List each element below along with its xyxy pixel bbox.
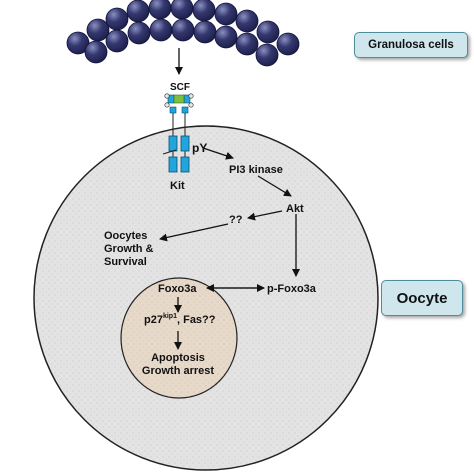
oocyte-fate-line: Oocytes — [104, 230, 148, 242]
akt-label: Akt — [286, 203, 304, 215]
arrow-pi3k-to-akt — [257, 175, 292, 197]
pi3-kinase-label: PI3 kinase — [229, 164, 283, 176]
py-label: pY — [192, 141, 208, 155]
arrow-unknown-to-oocyte-fate — [159, 223, 229, 242]
foxo3a-label: Foxo3a — [158, 283, 197, 295]
p27-text: p27 — [144, 314, 163, 326]
granulosa-cell-chain — [66, 0, 300, 67]
p27-superscript: kip1 — [162, 313, 177, 320]
scf-label: SCF — [170, 82, 190, 93]
arrow-py-to-pi3k — [202, 147, 234, 160]
oocyte-nucleus — [120, 277, 238, 399]
granulosa-cells-badge: Granulosa cells — [354, 32, 468, 58]
apoptosis-line: Growth arrest — [141, 365, 215, 377]
fas-text: , Fas?? — [176, 314, 216, 326]
oocyte-badge: Oocyte — [381, 280, 463, 316]
p-foxo3a-label: p-Foxo3a — [267, 283, 316, 295]
scf-ligand-icon — [164, 93, 194, 108]
arrow-akt-to-unknown — [247, 210, 283, 221]
kit-receptor-icon — [162, 106, 190, 173]
apoptosis-line: Apoptosis — [151, 352, 205, 364]
unknown-mediator-label: ?? — [229, 214, 243, 226]
kit-label: Kit — [170, 180, 185, 192]
oocyte-fate-label: Oocytes Growth & Survival — [104, 230, 154, 269]
apoptosis-label: Apoptosis Growth arrest — [138, 352, 218, 378]
oocyte-fate-line: Survival — [104, 256, 147, 268]
p27-fas-label: p27kip1, Fas?? — [144, 313, 216, 327]
oocyte-fate-line: Growth & — [104, 243, 154, 255]
